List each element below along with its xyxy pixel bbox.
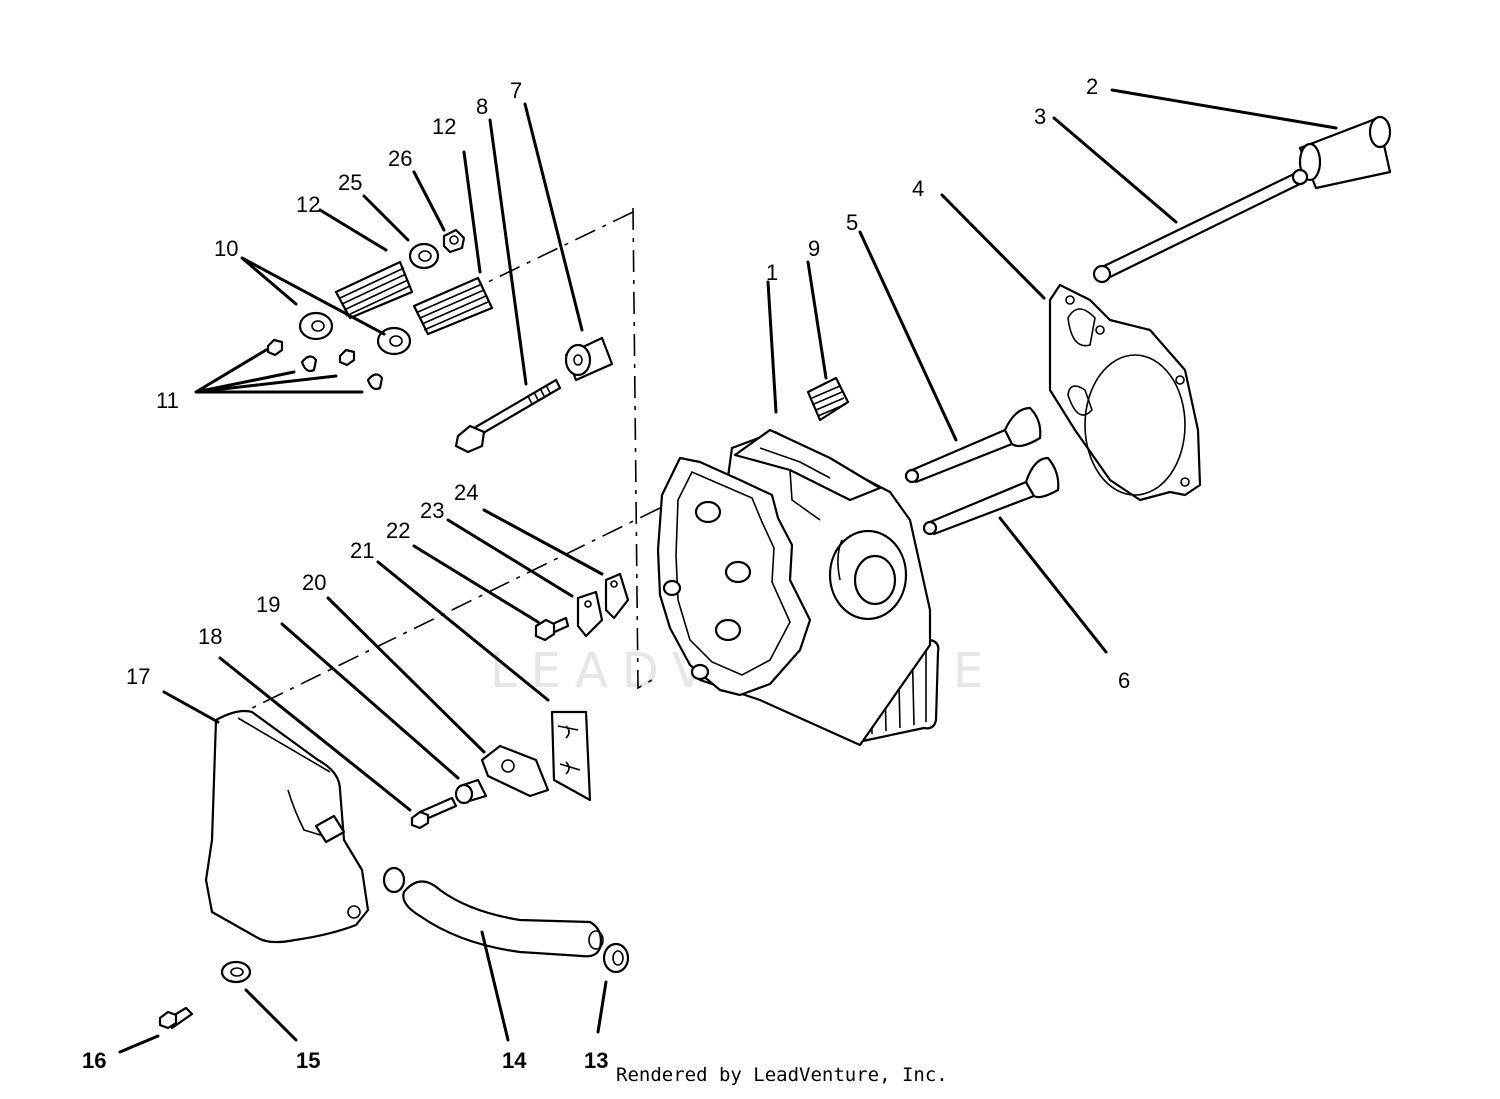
callout-4: 4 bbox=[912, 176, 924, 201]
part-11-keepers[interactable] bbox=[266, 338, 384, 391]
callout-25: 25 bbox=[338, 170, 362, 195]
callout-12-right: 12 bbox=[432, 114, 456, 139]
part-23-bracket[interactable] bbox=[576, 590, 604, 638]
callout-19: 19 bbox=[256, 592, 280, 617]
callout-22: 22 bbox=[386, 518, 410, 543]
part-12-spring-right[interactable] bbox=[412, 276, 494, 336]
callout-9: 9 bbox=[808, 236, 820, 261]
callout-14: 14 bbox=[502, 1048, 527, 1073]
callout-11: 11 bbox=[156, 388, 179, 413]
part-12-spring-left[interactable] bbox=[334, 260, 414, 320]
part-15-washer[interactable] bbox=[220, 960, 252, 984]
callout-10: 10 bbox=[214, 236, 238, 261]
part-8-bolt[interactable] bbox=[454, 378, 562, 454]
callout-2: 2 bbox=[1086, 74, 1098, 99]
callout-21: 21 bbox=[350, 538, 374, 563]
part-25-washer[interactable] bbox=[408, 242, 440, 270]
leader-lines bbox=[118, 88, 1338, 1054]
callout-6: 6 bbox=[1118, 668, 1130, 693]
part-13-clamp[interactable] bbox=[602, 942, 630, 974]
part-2-sleeve[interactable] bbox=[1298, 115, 1392, 190]
part-7-cap[interactable] bbox=[564, 336, 614, 382]
part-4-gasket[interactable] bbox=[1048, 283, 1202, 502]
part-10-retainer-lower[interactable] bbox=[376, 326, 412, 356]
callout-24: 24 bbox=[454, 480, 478, 505]
part-5-valve[interactable] bbox=[904, 406, 1042, 484]
part-6-valve[interactable] bbox=[922, 456, 1060, 536]
callout-1: 1 bbox=[766, 260, 778, 285]
part-3-push-rod[interactable] bbox=[1092, 168, 1309, 284]
callout-7: 7 bbox=[510, 78, 522, 103]
part-18-screw[interactable] bbox=[410, 796, 458, 830]
callout-17: 17 bbox=[126, 664, 150, 689]
cylinder-head[interactable] bbox=[656, 428, 940, 747]
part-26-seal[interactable] bbox=[442, 228, 466, 254]
callout-23: 23 bbox=[420, 498, 444, 523]
callout-3: 3 bbox=[1034, 104, 1046, 129]
credit-text: Rendered by LeadVenture, Inc. bbox=[616, 1064, 948, 1086]
part-21-reed-plate[interactable] bbox=[550, 710, 592, 802]
part-17-valve-cover[interactable] bbox=[204, 709, 370, 944]
center-lines bbox=[247, 207, 661, 711]
callout-15: 15 bbox=[296, 1048, 320, 1073]
callout-5: 5 bbox=[846, 210, 858, 235]
part-22-screw[interactable] bbox=[534, 616, 570, 642]
callout-20: 20 bbox=[302, 570, 326, 595]
callout-8: 8 bbox=[476, 94, 488, 119]
callout-26: 26 bbox=[388, 146, 412, 171]
part-16-screw[interactable] bbox=[158, 1006, 194, 1030]
callout-13: 13 bbox=[584, 1048, 608, 1073]
part-20-breather-valve[interactable] bbox=[480, 744, 550, 798]
part-14-breather-hose[interactable] bbox=[382, 866, 604, 958]
callout-numbers: 1 2 3 4 5 6 7 8 9 10 11 12 12 13 14 15 1… bbox=[82, 74, 1130, 1073]
part-19-spacer[interactable] bbox=[454, 778, 488, 805]
callout-16: 16 bbox=[82, 1048, 106, 1073]
part-24-plate[interactable] bbox=[604, 572, 630, 620]
callout-18: 18 bbox=[198, 624, 222, 649]
part-10-retainer-upper[interactable] bbox=[298, 311, 334, 341]
callout-12-left: 12 bbox=[296, 192, 320, 217]
part-9-spring[interactable] bbox=[806, 376, 850, 422]
